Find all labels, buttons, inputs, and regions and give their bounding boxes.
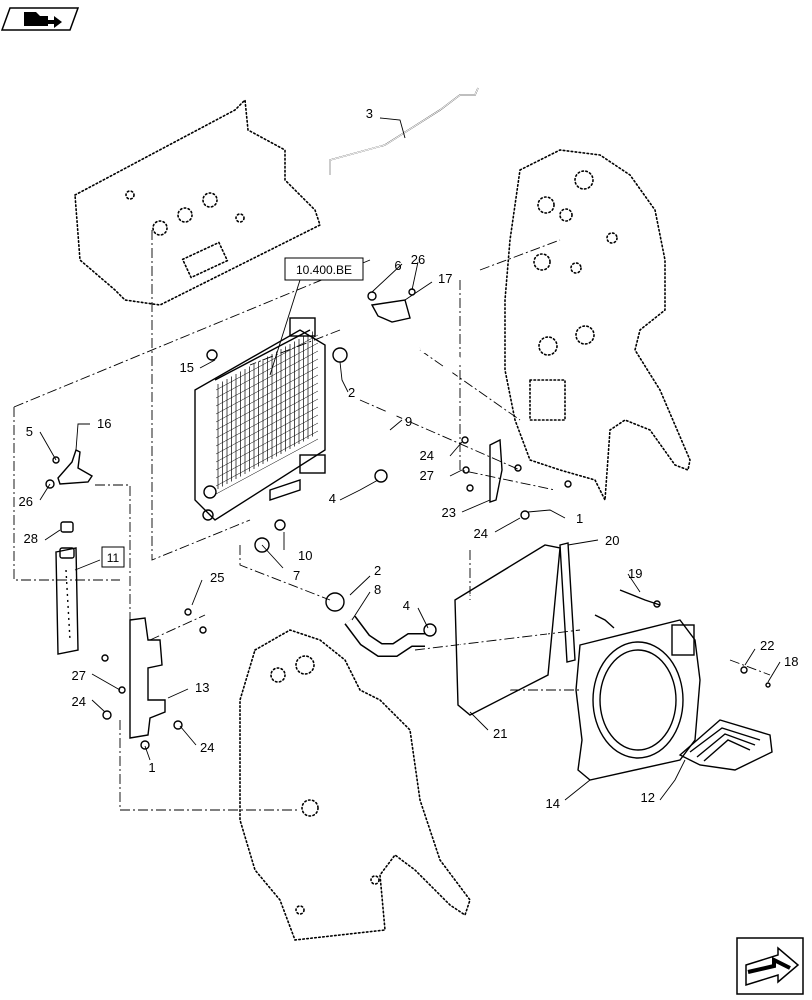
callout-28[interactable]: 28 bbox=[24, 531, 38, 546]
callout-25[interactable]: 25 bbox=[210, 570, 224, 585]
callout-6[interactable]: 6 bbox=[394, 258, 401, 273]
seal-20[interactable] bbox=[559, 542, 576, 663]
bracket-13[interactable] bbox=[129, 617, 166, 739]
radiator-fin-row bbox=[215, 414, 319, 471]
bracket-16[interactable] bbox=[57, 449, 93, 485]
radiator-fin-row bbox=[215, 350, 319, 407]
callout-21[interactable]: 21 bbox=[493, 726, 507, 741]
seal-21[interactable] bbox=[454, 544, 561, 716]
hose-8[interactable] bbox=[344, 615, 425, 657]
callout-23[interactable]: 23 bbox=[442, 505, 456, 520]
radiator-fin-row bbox=[215, 382, 319, 439]
radiator-fin-row bbox=[215, 358, 319, 415]
callout-18[interactable]: 18 bbox=[784, 654, 798, 669]
callout-19[interactable]: 19 bbox=[628, 566, 642, 581]
radiator-fin-row bbox=[215, 406, 319, 463]
callout-27[interactable]: 27 bbox=[420, 468, 434, 483]
callout-24[interactable]: 24 bbox=[72, 694, 86, 709]
radiator-fin-row bbox=[215, 390, 319, 447]
callout-2[interactable]: 2 bbox=[348, 385, 355, 400]
radiator-fin-row bbox=[215, 366, 319, 423]
radiator-fin-row bbox=[215, 374, 319, 431]
callout-26[interactable]: 26 bbox=[19, 494, 33, 509]
callout-16[interactable]: 16 bbox=[97, 416, 111, 431]
radiator-fin-row bbox=[215, 422, 319, 479]
right-frame-panel bbox=[504, 149, 691, 503]
callout-13[interactable]: 13 bbox=[195, 680, 209, 695]
coolant-reservoir[interactable] bbox=[55, 521, 79, 655]
callout-15[interactable]: 15 bbox=[180, 360, 194, 375]
callout-24[interactable]: 24 bbox=[474, 526, 488, 541]
radiator-fin-row bbox=[215, 342, 319, 399]
radiator-core-fins bbox=[215, 331, 319, 495]
assembly-guide-lines bbox=[13, 230, 771, 811]
callout-24[interactable]: 24 bbox=[420, 448, 434, 463]
callout-27[interactable]: 27 bbox=[72, 668, 86, 683]
reference-11-label: 11 bbox=[107, 551, 120, 565]
callout-3[interactable]: 3 bbox=[366, 106, 373, 121]
top-chassis-panel bbox=[74, 98, 321, 306]
folder-arrow-icon[interactable] bbox=[0, 7, 80, 31]
callout-24[interactable]: 24 bbox=[200, 740, 214, 755]
radiator-fin-row bbox=[215, 398, 319, 455]
callout-7[interactable]: 7 bbox=[293, 568, 300, 583]
callout-1[interactable]: 1 bbox=[576, 511, 583, 526]
callout-4[interactable]: 4 bbox=[403, 598, 410, 613]
reference-10400be[interactable]: 10.400.BE bbox=[284, 257, 364, 281]
callout-4[interactable]: 4 bbox=[329, 491, 336, 506]
hose-9[interactable] bbox=[379, 339, 463, 460]
callout-20[interactable]: 20 bbox=[605, 533, 619, 548]
callout-9[interactable]: 9 bbox=[405, 414, 412, 429]
reference-10400be-label: 10.400.BE bbox=[296, 263, 352, 277]
callout-8[interactable]: 8 bbox=[374, 582, 381, 597]
lower-frame-panel bbox=[239, 629, 471, 941]
next-page-arrow-icon[interactable] bbox=[736, 937, 804, 995]
callout-14[interactable]: 14 bbox=[546, 796, 560, 811]
callout-26[interactable]: 26 bbox=[411, 252, 425, 267]
callout-12[interactable]: 12 bbox=[641, 790, 655, 805]
radiator-fin-row bbox=[215, 438, 319, 495]
fan-shroud-14[interactable] bbox=[575, 619, 701, 781]
radiator[interactable] bbox=[194, 317, 348, 521]
callout-2[interactable]: 2 bbox=[374, 563, 381, 578]
callout-22[interactable]: 22 bbox=[760, 638, 774, 653]
leader-lines bbox=[39, 117, 781, 801]
callout-10[interactable]: 10 bbox=[298, 548, 312, 563]
callout-17[interactable]: 17 bbox=[438, 271, 452, 286]
radiator-fin-row bbox=[215, 334, 319, 391]
callout-labels: 3 6 26 17 15 2 9 5 16 26 28 4 24 27 23 2… bbox=[19, 106, 799, 811]
callout-5[interactable]: 5 bbox=[26, 424, 33, 439]
bracket-23[interactable] bbox=[489, 438, 503, 503]
fasteners bbox=[45, 288, 771, 750]
bracket-17[interactable] bbox=[370, 299, 411, 323]
reference-11[interactable]: 11 bbox=[101, 546, 125, 568]
fan-guard-12[interactable] bbox=[678, 719, 773, 771]
hose-3[interactable] bbox=[329, 87, 479, 175]
radiator-fin-row bbox=[215, 430, 319, 487]
callout-1[interactable]: 1 bbox=[148, 760, 155, 775]
hose-19[interactable] bbox=[594, 589, 661, 629]
